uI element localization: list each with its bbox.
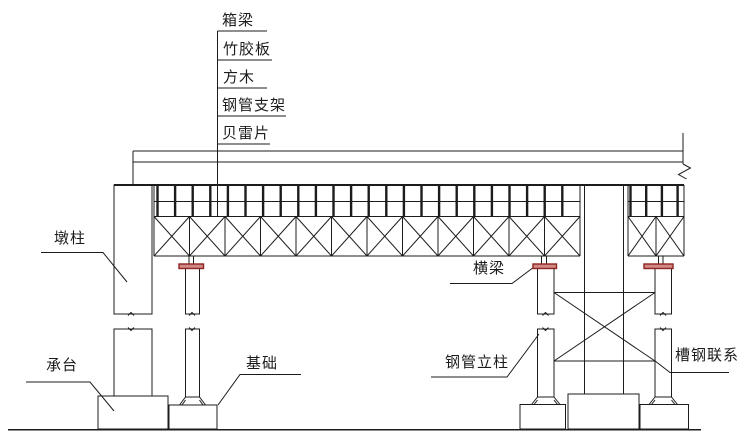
label-channel-steel-bracing: 槽钢联系: [675, 346, 739, 364]
callout-bailey-panel: 贝雷片: [222, 124, 271, 142]
leader-steel-pipe-column: [431, 333, 540, 378]
middle-pier: [584, 185, 624, 394]
leader-foundation: [217, 374, 301, 406]
tower-cross-bracing: [553, 292, 656, 362]
callout-bamboo-plywood: 竹胶板: [223, 40, 272, 58]
bearing-tower-left: [532, 263, 558, 270]
callout-box-girder: 箱梁: [222, 11, 255, 29]
pipe-base-flares: [179, 396, 678, 406]
pier-column: [113, 184, 153, 397]
break-ticks: [127, 311, 667, 332]
label-pile-cap: 承台: [46, 356, 79, 374]
middle-pier-footing: [567, 393, 640, 430]
steel-pipe-column-left: [185, 256, 200, 398]
foundation-tower-left: [519, 404, 566, 430]
leader-pier-column: [41, 252, 128, 283]
leader-pile-cap: [26, 381, 115, 412]
bearing-tower-right: [643, 263, 674, 270]
box-girder: [114, 133, 684, 186]
label-foundation: 基础: [246, 354, 279, 372]
foundation-tower-right: [639, 404, 689, 430]
bailey-truss-right: [627, 216, 685, 257]
label-cross-beam: 横梁: [473, 259, 506, 277]
label-steel-pipe-column: 钢管立柱: [445, 353, 510, 371]
bearing-left: [178, 263, 205, 270]
leader-channel-bracing: [654, 360, 729, 373]
pile-cap: [97, 395, 169, 430]
label-pier-column: 墩柱: [54, 229, 87, 247]
formwork-timber-band-right: [627, 185, 685, 256]
bailey-truss-left: [153, 216, 581, 257]
steel-pipe-tower: [537, 256, 672, 398]
label-leader-lines: [26, 252, 729, 412]
leader-cross-beam: [450, 265, 537, 284]
callout-pipe-support: 钢管支架: [222, 96, 287, 114]
callout-square-timber: 方木: [223, 68, 256, 86]
cross-beam-bearings: [178, 263, 674, 270]
break-symbol: [677, 163, 692, 180]
foundation-left: [168, 404, 218, 430]
